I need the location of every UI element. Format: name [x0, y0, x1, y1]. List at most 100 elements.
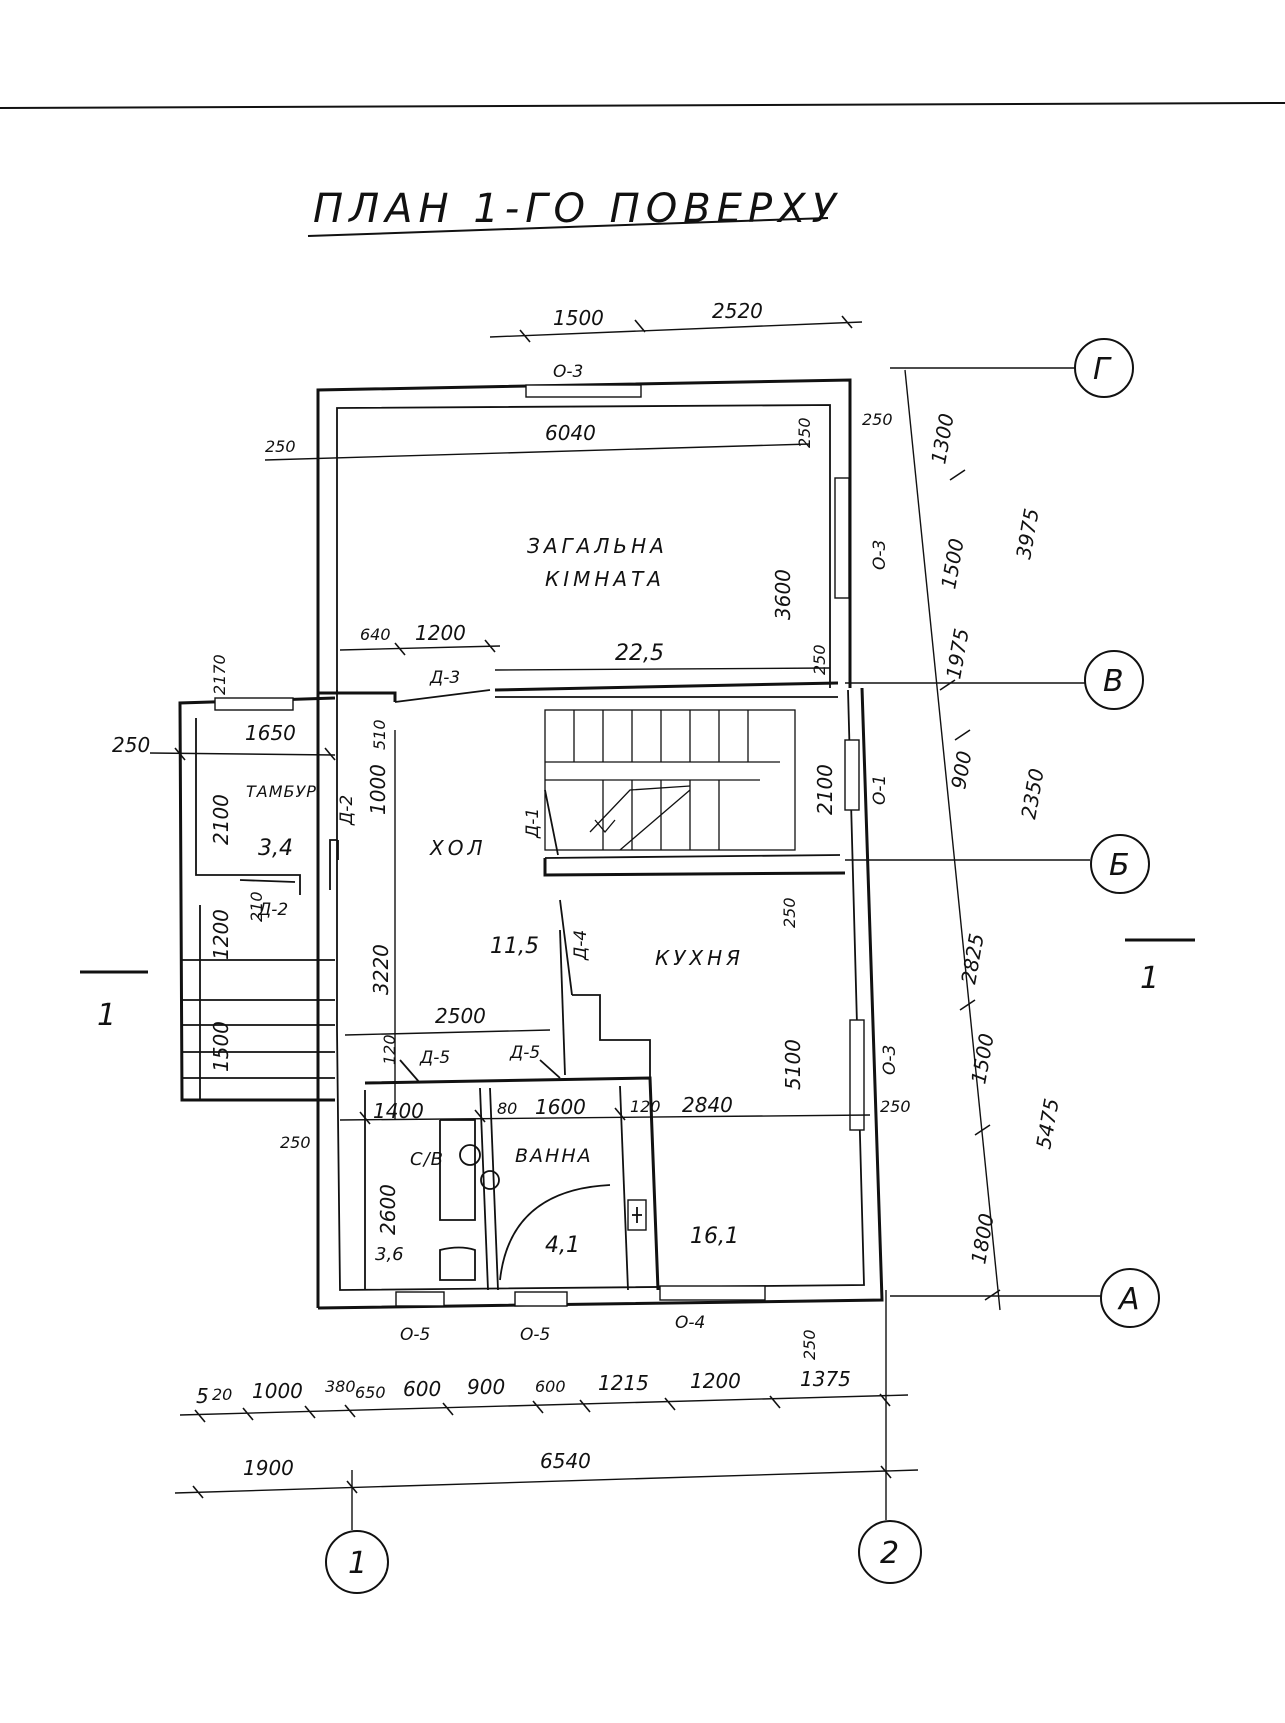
dim-2500: 2500: [435, 1004, 486, 1028]
axis-v-bubble: [1084, 650, 1144, 710]
dim-2600: 2600: [376, 1184, 400, 1235]
section-mark-right: 1: [1140, 961, 1159, 996]
dim-1200-porch: 1200: [209, 909, 233, 960]
dim-b-1215: 1215: [598, 1371, 649, 1395]
mark-d1: Д-1: [523, 808, 543, 839]
axis-a-label: А: [1117, 1282, 1140, 1317]
axis-b-bubble: [1090, 834, 1150, 894]
dimension-lines: [149, 315, 1001, 1499]
dim-1600: 1600: [535, 1095, 586, 1119]
mark-d4: Д-4: [571, 930, 591, 961]
dim-r-1300: 1300: [926, 412, 958, 466]
axis-v-label: В: [1103, 664, 1124, 699]
dim-2100-stair: 2100: [813, 764, 837, 815]
dim-510: 510: [370, 719, 389, 750]
dim-r-900: 900: [946, 749, 976, 791]
room-hall-label: ХОЛ: [429, 836, 486, 860]
area-bath: 4,1: [545, 1233, 580, 1258]
axis-lines: [351, 367, 1105, 1530]
dim-1650: 1650: [245, 721, 296, 745]
dim-r-1975: 1975: [941, 627, 973, 681]
room-wc-label: С/В: [410, 1149, 444, 1170]
dim-250-right: 250: [862, 410, 893, 429]
dim-6040: 6040: [545, 421, 596, 445]
dim-r-250-a: 250: [880, 1097, 911, 1116]
dim-b-1375: 1375: [800, 1367, 851, 1391]
mark-o5-wc: О-5: [400, 1325, 430, 1345]
dim-b-1000: 1000: [252, 1379, 303, 1403]
room-living-label-2: КІМНАТА: [545, 567, 665, 591]
dim-1200-door: 1200: [415, 621, 466, 645]
mark-o3-kitchen: О-3: [880, 1045, 900, 1075]
dim-b-1200: 1200: [690, 1369, 741, 1393]
dim-2170: 2170: [210, 654, 229, 695]
dim-210: 210: [247, 891, 266, 922]
dim-b-600a: 600: [403, 1377, 441, 1401]
dim-1500-porch: 1500: [209, 1021, 233, 1072]
dim-r-3975: 3975: [1011, 507, 1043, 561]
dim-3220: 3220: [369, 944, 393, 995]
staircase: [544, 709, 796, 851]
sheet-border-line: [0, 102, 1285, 109]
dim-r-1500b: 1500: [966, 1032, 998, 1086]
dim-250-br: 250: [800, 1329, 819, 1360]
dim-r-1800: 1800: [966, 1212, 998, 1266]
dim-640: 640: [360, 625, 391, 644]
mark-o1-right: О-1: [870, 775, 890, 805]
mark-o3-top: О-3: [553, 362, 583, 382]
windows: [395, 384, 865, 1307]
area-hall: 11,5: [490, 934, 539, 959]
area-vestibule: 3,4: [258, 836, 293, 861]
dim-top-1500: 1500: [553, 306, 604, 330]
dim-b-5: 5: [196, 1384, 209, 1408]
dim-top-2520: 2520: [712, 299, 763, 323]
mark-d2-a: Д-2: [337, 795, 357, 826]
dim-b-600b: 600: [535, 1377, 566, 1396]
dim-b-900: 900: [467, 1375, 505, 1399]
dim-b-650: 650: [355, 1383, 386, 1402]
dim-250-bl: 250: [280, 1133, 311, 1152]
dim-b-380: 380: [325, 1377, 356, 1396]
section-mark: [80, 938, 1195, 974]
dim-b-1900: 1900: [243, 1456, 294, 1480]
room-bath-label: ВАННА: [515, 1145, 593, 1167]
dim-250-left: 250: [265, 437, 296, 456]
room-vestibule-label: ТАМБУР: [246, 782, 317, 801]
door-swings: [239, 689, 573, 1084]
dim-250-hall: 250: [780, 897, 799, 928]
dim-b-6540: 6540: [540, 1449, 591, 1473]
area-wc: 3,6: [375, 1244, 404, 1265]
plan-title: ПЛАН 1-ГО ПОВЕРХУ: [313, 186, 842, 232]
area-living: 22,5: [615, 641, 664, 666]
dim-2100-porch: 2100: [209, 794, 233, 845]
axis-b-label: Б: [1109, 848, 1130, 883]
dim-250-top-right: 250: [795, 417, 814, 448]
dim-3600: 3600: [771, 569, 795, 620]
area-kitchen: 16,1: [690, 1224, 739, 1249]
mark-o3-right: О-3: [870, 540, 890, 570]
dim-1400: 1400: [373, 1099, 424, 1123]
dim-r-2825: 2825: [956, 932, 988, 986]
dim-r-5475: 5475: [1031, 1097, 1063, 1151]
axis-2-bubble: [858, 1520, 922, 1584]
interior-walls: [337, 681, 846, 1291]
mark-d5-b: Д-5: [509, 1043, 540, 1063]
dim-120-b: 120: [630, 1097, 661, 1116]
exterior-walls: [316, 378, 884, 1310]
dim-r-1500: 1500: [936, 537, 968, 591]
dim-80: 80: [497, 1099, 517, 1118]
axis-1-label: 1: [348, 1546, 367, 1581]
room-living-label: ЗАГАЛЬНА: [527, 534, 668, 558]
dim-2840: 2840: [682, 1093, 733, 1117]
mark-d3: Д-3: [429, 668, 460, 688]
axis-1-bubble: [325, 1530, 389, 1594]
dim-250-porch: 250: [112, 733, 150, 757]
mark-o5-bath: О-5: [520, 1325, 550, 1345]
axis-g-label: Г: [1093, 352, 1112, 387]
dim-1000: 1000: [366, 764, 390, 815]
mark-d2-b: Д-2: [257, 900, 288, 920]
dim-b-20: 20: [212, 1385, 232, 1404]
axis-2-label: 2: [880, 1536, 899, 1571]
mark-d5-a: Д-5: [419, 1048, 450, 1068]
